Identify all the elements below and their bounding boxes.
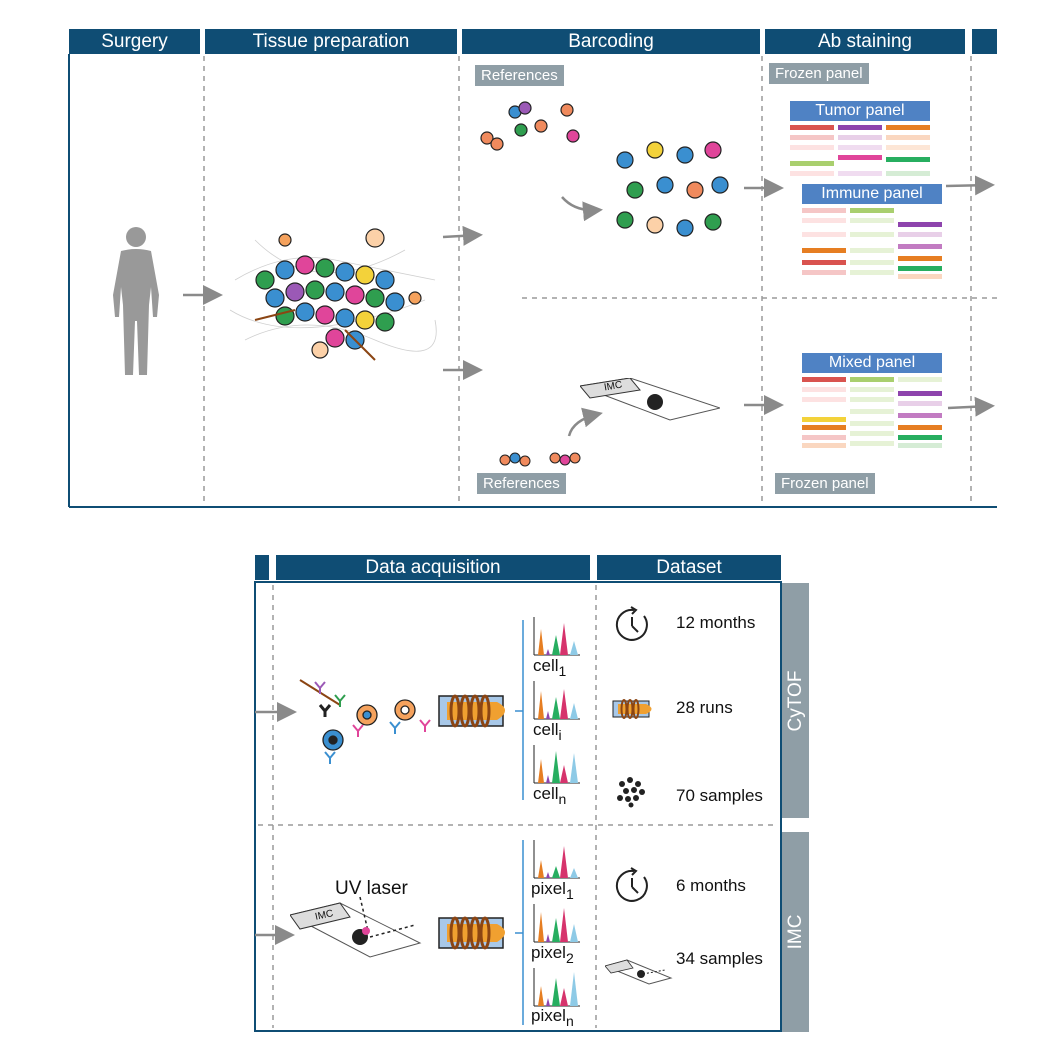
top-frame <box>68 54 997 508</box>
imc-slide-laser-icon <box>290 896 422 958</box>
cell-histograms-icon <box>533 617 580 784</box>
header-data-acquisition: Data acquisition <box>276 555 590 580</box>
imc-side-label: IMC <box>782 832 809 1032</box>
header-surgery: Surgery <box>69 29 200 54</box>
clock-icon-imc <box>615 867 648 902</box>
imc-instrument-icon <box>438 916 505 950</box>
cytof-side-label: CyTOF <box>782 583 809 818</box>
uv-laser-label: UV laser <box>335 878 408 899</box>
hist-label-cell-1: cell1 <box>533 656 567 679</box>
cells-antibodies-icon <box>299 679 431 764</box>
cytof-duration: 12 months <box>676 613 756 632</box>
hist-label-pixel-1: pixel1 <box>531 879 574 902</box>
imc-slide-icon <box>580 378 720 421</box>
header-ab-staining: Ab staining <box>765 29 965 54</box>
hist-label-pixel-n: pixeln <box>531 1006 574 1029</box>
tumor-panel-title: Tumor panel <box>790 101 930 121</box>
tag-frozen-panel-bottom: Frozen panel <box>775 473 875 494</box>
header-left-stub <box>255 555 269 580</box>
immune-panel-table <box>802 204 942 280</box>
hist-label-cell-n: celln <box>533 784 567 807</box>
tag-references-top: References <box>475 65 564 86</box>
tumor-panel-table <box>790 125 930 176</box>
cytof-run-icon <box>612 699 652 719</box>
imc-sample-slide-icon <box>605 959 673 985</box>
imc-samples: 34 samples <box>676 949 763 968</box>
immune-panel-title: Immune panel <box>802 184 942 204</box>
reference-cells-icon <box>480 101 580 151</box>
header-dataset: Dataset <box>597 555 781 580</box>
imc-duration: 6 months <box>676 876 746 895</box>
clock-icon <box>615 606 648 641</box>
cytof-instrument-icon <box>438 694 505 728</box>
header-barcoding: Barcoding <box>462 29 760 54</box>
reference-cells-bottom-icon <box>499 452 581 467</box>
mixed-panel-title: Mixed panel <box>802 353 942 373</box>
tag-frozen-panel-top: Frozen panel <box>769 63 869 84</box>
tag-references-bottom: References <box>477 473 566 494</box>
tissue-cluster-icon <box>229 228 437 361</box>
pixel-histograms-icon <box>533 840 580 1007</box>
samples-icon <box>617 777 645 808</box>
cytof-runs: 28 runs <box>676 698 733 717</box>
barcoded-cells-icon <box>616 141 729 237</box>
hist-label-pixel-2: pixel2 <box>531 943 574 966</box>
human-silhouette-icon <box>113 227 159 375</box>
header-next <box>972 29 997 54</box>
cytof-samples: 70 samples <box>676 786 763 805</box>
mixed-panel-table <box>802 377 942 448</box>
hist-label-cell-i: celli <box>533 720 562 743</box>
header-tissue-preparation: Tissue preparation <box>205 29 457 54</box>
